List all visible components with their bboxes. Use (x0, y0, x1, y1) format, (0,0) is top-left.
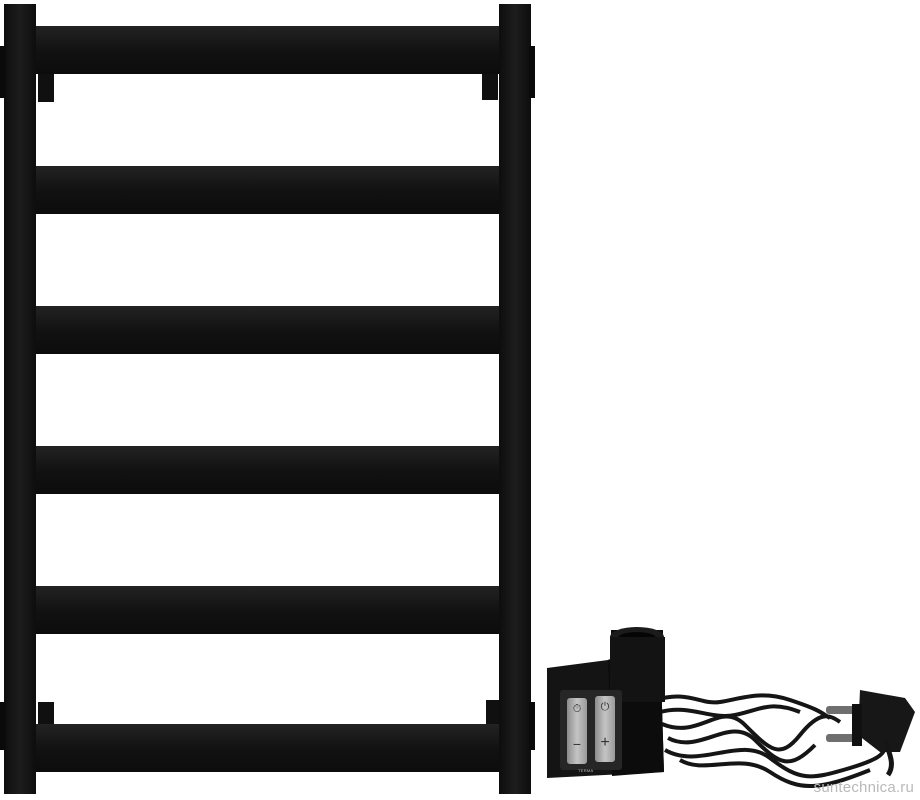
power-icon: ⏻ (600, 701, 610, 713)
watermark: suntechnica.ru (813, 779, 914, 796)
right-post (499, 4, 531, 794)
heater-brand-mark: TERMA (578, 768, 594, 773)
heater-controller (547, 627, 665, 778)
minus-icon: − (572, 736, 582, 752)
heater-buttons: ⏱ ⏻ − + (567, 698, 617, 768)
timer-icon: ⏱ (572, 703, 582, 715)
control-panel-right (595, 696, 615, 762)
coiled-cable (654, 693, 892, 789)
rung-5 (36, 586, 499, 634)
wall-brackets (38, 74, 500, 726)
towel-rail-frame (0, 4, 535, 794)
towel-rail-rungs (36, 26, 499, 772)
rung-2 (36, 166, 499, 214)
rung-1 (36, 26, 499, 74)
plus-icon: + (600, 734, 610, 751)
rung-3 (36, 306, 499, 354)
plug-icon (826, 690, 915, 777)
left-post (4, 4, 36, 794)
rung-6 (36, 724, 499, 772)
rung-4 (36, 446, 499, 494)
control-panel-left (567, 698, 587, 764)
